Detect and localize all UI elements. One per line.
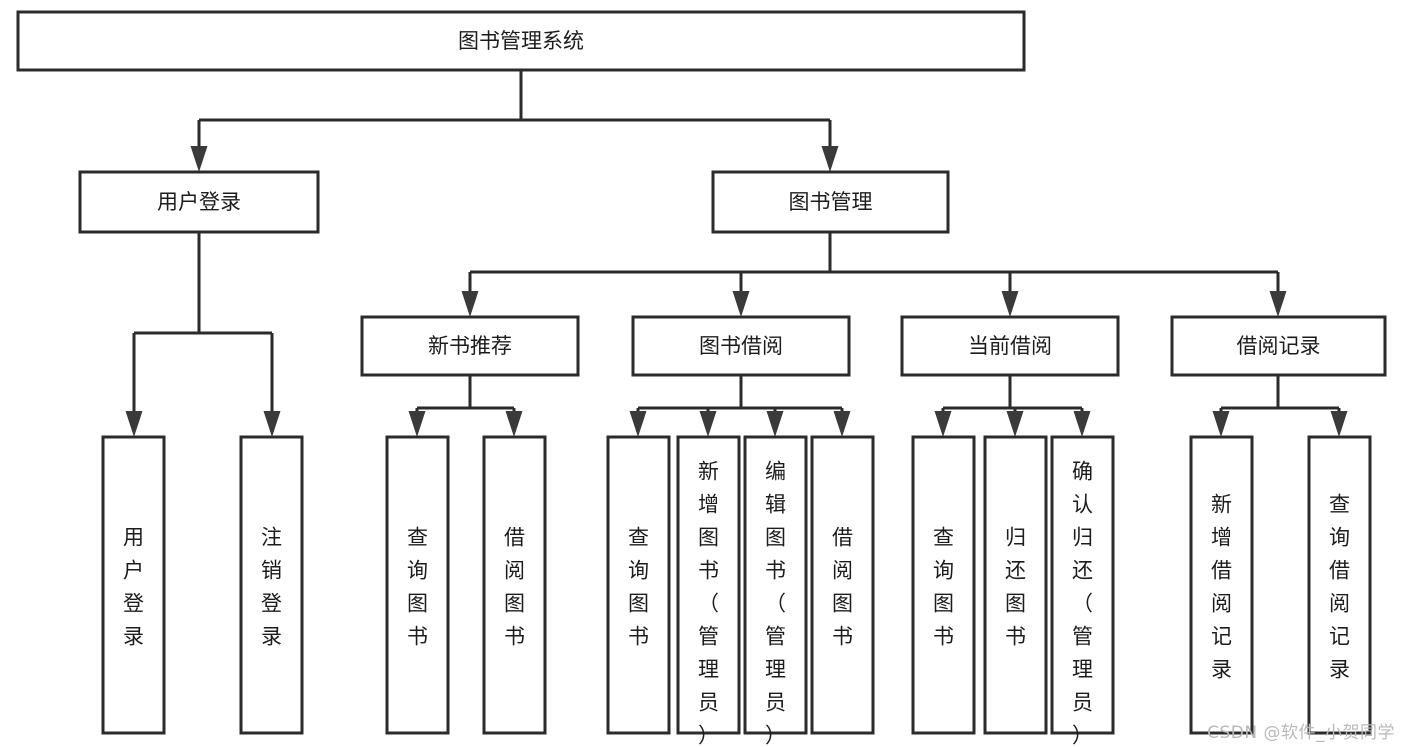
node-box [911,435,976,735]
node-leaf-return-book[interactable]: 归还图书 [983,435,1048,735]
arrow-head-icon [461,291,479,317]
node-label: 新增借阅记录 [1211,493,1232,682]
node-current-borrow[interactable]: 当前借阅 [900,315,1120,377]
node-borrow-record[interactable]: 借阅记录 [1170,315,1387,377]
node-label: 新书推荐 [428,334,512,358]
node-box [385,435,450,735]
node-box [676,435,741,735]
node-root[interactable]: 图书管理系统 [16,10,1026,72]
node-box [78,170,320,234]
node-leaf-confirm-return[interactable]: 确认归还（管理员） [1050,435,1115,747]
connector-new-book-rec [408,375,523,437]
arrow-head-icon [1006,411,1024,437]
node-label: 图书管理 [789,190,873,214]
node-leaf-user-login[interactable]: 用户登录 [101,435,166,735]
node-box [1189,435,1254,735]
node-label: 图书管理系统 [458,29,584,53]
arrow-head-icon [732,291,750,317]
arrow-head-icon [629,411,647,437]
node-label: 用户登录 [157,190,241,214]
node-box [239,435,304,735]
arrow-head-icon [766,411,784,437]
arrow-head-icon [833,411,851,437]
node-book-manage[interactable]: 图书管理 [711,170,950,234]
node-label: 查询图书 [933,526,954,649]
node-box [482,435,547,735]
connector-borrow-record [1212,375,1348,437]
node-box [1170,315,1387,377]
node-leaf-query-book-3[interactable]: 查询图书 [911,435,976,735]
csdn-watermark: CSDN @软件_小贺同学 [1207,723,1395,743]
node-label: 归还图书 [1005,526,1026,649]
node-label: 确认归还（管理员） [1072,460,1093,747]
node-leaf-query-record[interactable]: 查询借阅记录 [1307,435,1372,735]
arrow-head-icon [505,411,523,437]
arrow-head-icon [1330,411,1348,437]
node-box [16,10,1026,72]
connector-current-borrow [934,375,1091,437]
arrow-head-icon [1212,411,1230,437]
node-leaf-query-book-2[interactable]: 查询图书 [606,435,671,735]
node-leaf-logout[interactable]: 注销登录 [239,435,304,735]
node-label: 借阅图书 [832,526,853,649]
node-new-book-rec[interactable]: 新书推荐 [360,315,580,377]
node-leaf-borrow-book-1[interactable]: 借阅图书 [482,435,547,735]
connector-book-manage [461,232,1287,317]
node-user-login[interactable]: 用户登录 [78,170,320,234]
node-box [360,315,580,377]
node-box [631,315,851,377]
arrow-head-icon [821,146,839,172]
connector-root [190,70,839,172]
node-label: 当前借阅 [968,334,1052,358]
node-leaf-add-book[interactable]: 新增图书（管理员） [676,435,741,747]
node-box [606,435,671,735]
node-leaf-query-book-1[interactable]: 查询图书 [385,435,450,735]
node-label: 借阅图书 [504,526,525,649]
node-leaf-borrow-book-2[interactable]: 借阅图书 [810,435,875,735]
node-label: 用户登录 [123,526,144,649]
node-box [743,435,808,735]
arrow-head-icon [1001,291,1019,317]
node-label: 查询图书 [628,526,649,649]
arrow-head-icon [263,411,281,437]
node-label: 新增图书（管理员） [698,460,719,747]
node-box [101,435,166,735]
node-box [900,315,1120,377]
arrow-head-icon [934,411,952,437]
node-label: 借阅记录 [1237,334,1321,358]
node-leaf-add-record[interactable]: 新增借阅记录 [1189,435,1254,735]
node-box [810,435,875,735]
connector-layer [125,70,1348,437]
node-layer: 图书管理系统用户登录图书管理新书推荐图书借阅当前借阅借阅记录用户登录注销登录查询… [16,10,1387,747]
node-label: 查询借阅记录 [1329,493,1350,682]
arrow-head-icon [1073,411,1091,437]
node-box [983,435,1048,735]
node-box [711,170,950,234]
node-label: 编辑图书（管理员） [765,460,786,747]
connector-book-borrow [629,375,851,437]
node-label: 注销登录 [261,526,282,649]
arrow-head-icon [125,411,143,437]
arrow-head-icon [1269,291,1287,317]
arrow-head-icon [408,411,426,437]
node-label: 图书借阅 [699,334,783,358]
arrow-head-icon [699,411,717,437]
node-leaf-edit-book[interactable]: 编辑图书（管理员） [743,435,808,747]
node-label: 查询图书 [407,526,428,649]
arrow-head-icon [190,146,208,172]
connector-user-login [125,232,281,437]
node-book-borrow[interactable]: 图书借阅 [631,315,851,377]
node-box [1050,435,1115,735]
node-box [1307,435,1372,735]
